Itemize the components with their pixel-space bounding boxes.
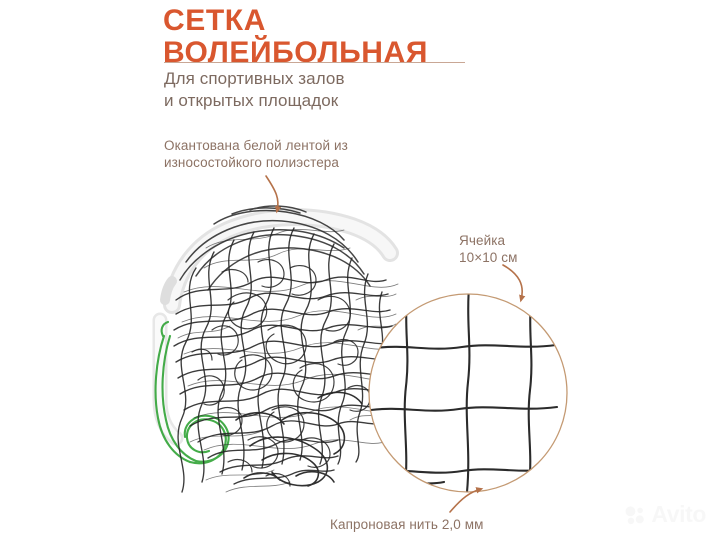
thread-callout-arrow bbox=[449, 487, 484, 513]
subtitle-line-2: и открытых площадок bbox=[164, 91, 339, 110]
callout-tape-line-2: износостойкого полиэстера bbox=[164, 155, 340, 170]
green-cord bbox=[154, 320, 230, 465]
mesh-callout-arrow bbox=[502, 264, 526, 303]
callout-tape-line-1: Окантована белой лентой из bbox=[164, 138, 348, 153]
subtitle: Для спортивных залов и открытых площадок bbox=[164, 68, 504, 112]
mesh-detail-circle bbox=[368, 293, 568, 493]
title-line-1: СЕТКА bbox=[163, 4, 266, 37]
callout-mesh-line-1: Ячейка bbox=[459, 233, 506, 248]
avito-watermark: Avito bbox=[624, 503, 706, 526]
callout-thread: Капроновая нить 2,0 мм bbox=[330, 516, 484, 533]
white-tape-edging bbox=[152, 208, 399, 446]
avito-dots-icon bbox=[625, 505, 645, 524]
callout-tape: Окантована белой лентой из износостойког… bbox=[164, 137, 348, 171]
callout-mesh: Ячейка 10×10 см bbox=[459, 232, 518, 266]
net-bundle bbox=[173, 205, 399, 493]
callout-thread-line-1: Капроновая нить 2,0 мм bbox=[330, 517, 484, 532]
title-divider bbox=[164, 62, 465, 63]
avito-watermark-text: Avito bbox=[651, 501, 706, 527]
mesh-grid bbox=[369, 294, 559, 492]
page-title: СЕТКА ВОЛЕЙБОЛЬНАЯ bbox=[163, 4, 583, 68]
callout-mesh-line-2: 10×10 см bbox=[459, 250, 518, 265]
tape-callout-arrow bbox=[265, 175, 282, 214]
subtitle-line-1: Для спортивных залов bbox=[164, 69, 345, 88]
